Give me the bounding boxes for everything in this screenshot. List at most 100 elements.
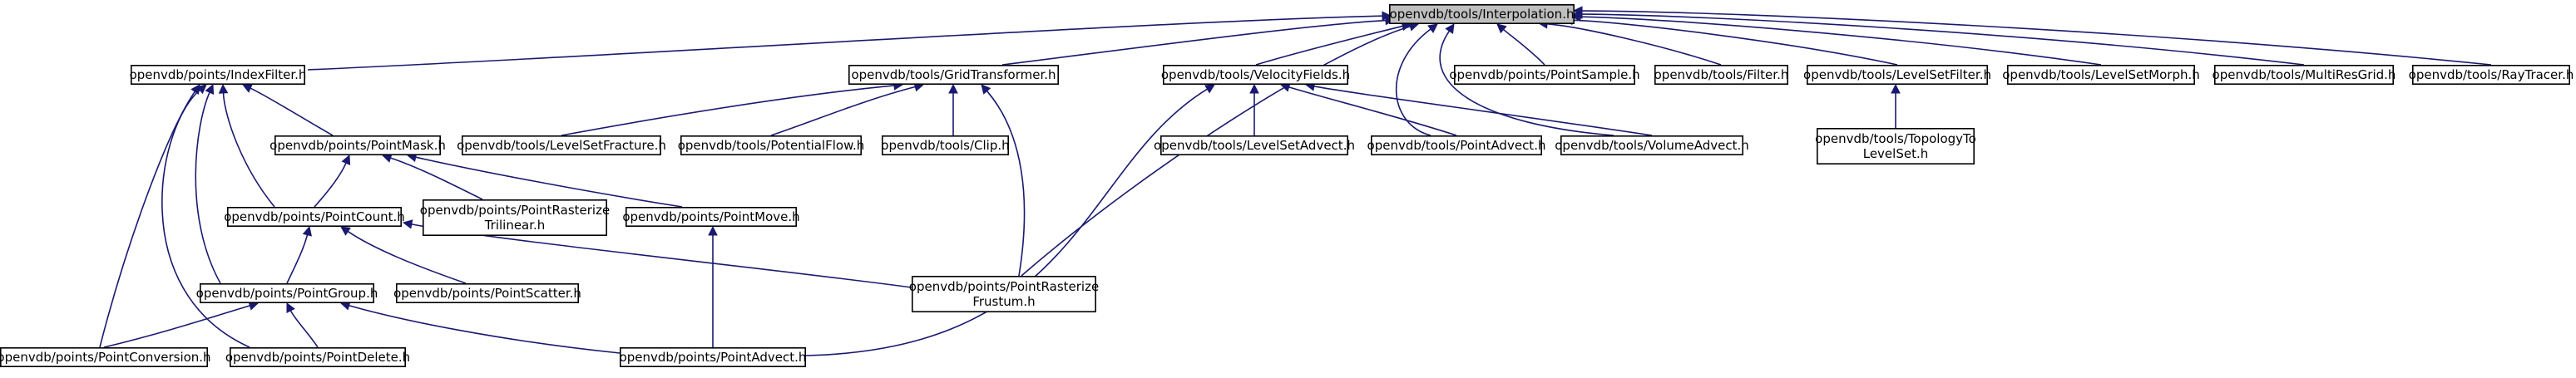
nodes: openvdb/tools/Interpolation.h openvdb/poi… (0, 4, 2574, 367)
edge-n23-to-n0 (1021, 26, 1411, 277)
node-n12[interactable]: openvdb/tools/PotentialFlow.h (678, 135, 865, 156)
node-label: Frustum.h (972, 294, 1035, 309)
node-n5[interactable]: openvdb/tools/Filter.h (1654, 65, 1789, 86)
node-label: openvdb/points/PointDelete.h (225, 350, 410, 365)
node-box (395, 282, 579, 303)
node-box (461, 135, 661, 156)
node-label: openvdb/tools/VelocityFields.h (1161, 67, 1350, 82)
node-label: openvdb/tools/PotentialFlow.h (678, 138, 865, 153)
node-n24[interactable]: openvdb/points/PointConversion.h (0, 346, 211, 367)
node-n4[interactable]: openvdb/points/PointSample.h (1449, 65, 1640, 86)
node-box (1807, 65, 1989, 86)
node-label: openvdb/tools/Interpolation.h (1390, 7, 1575, 22)
arrowhead-n16-to-n0 (1445, 23, 1455, 34)
arrowhead-n23-to-n2 (981, 84, 991, 95)
node-label: openvdb/points/PointConversion.h (0, 350, 211, 365)
node-n3[interactable]: openvdb/tools/VelocityFields.h (1161, 65, 1350, 86)
arrowhead-n18-to-n1 (218, 83, 229, 94)
edge-n26-to-n21 (349, 304, 621, 354)
edge-n16-to-n0 (1439, 30, 1614, 136)
edge-n10-to-n1 (250, 87, 334, 136)
node-label: Trilinear.h (484, 218, 546, 233)
edges (99, 6, 2492, 356)
node-n15[interactable]: openvdb/tools/PointAdvect.h (1367, 135, 1546, 156)
node-label: openvdb/points/PointCount.h (224, 209, 405, 224)
node-label: openvdb/points/PointGroup.h (196, 286, 378, 301)
arrowhead-n18-to-n10 (341, 154, 351, 165)
edge-n23-to-n2 (986, 91, 1026, 277)
arrowhead-n26-to-n3 (1204, 84, 1215, 94)
node-box (1160, 135, 1349, 156)
edge-n21-to-n18 (286, 234, 309, 284)
edge-n20-to-n10 (415, 156, 683, 208)
node-label: openvdb/points/PointRasterize (909, 279, 1099, 294)
node-n22[interactable]: openvdb/points/PointScatter.h (393, 282, 581, 303)
node-n6[interactable]: openvdb/tools/LevelSetFilter.h (1803, 65, 1991, 86)
node-n26[interactable]: openvdb/points/PointAdvect.h (620, 346, 807, 367)
arrowhead-n24-to-n1 (190, 84, 200, 95)
arrowhead-n21-to-n1 (205, 83, 215, 95)
node-n7[interactable]: openvdb/tools/LevelSetMorph.h (2002, 65, 2200, 86)
node-box (1163, 65, 1349, 86)
edge-n1-to-n0 (307, 15, 1383, 71)
arrowhead-n22-to-n18 (340, 226, 351, 236)
node-box (680, 135, 862, 156)
node-box (1817, 128, 1975, 165)
edge-n9-to-n0 (1581, 10, 2492, 66)
arrowhead-n14-to-n3 (1249, 83, 1259, 94)
node-n14[interactable]: openvdb/tools/LevelSetAdvect.h (1154, 135, 1355, 156)
edge-n16-to-n3 (1313, 86, 1653, 136)
node-label: openvdb/tools/RayTracer.h (2409, 67, 2574, 82)
arrowhead-n10-to-n1 (241, 84, 253, 93)
node-box (0, 346, 208, 367)
edge-n18-to-n1 (222, 92, 275, 208)
node-box (1454, 65, 1636, 86)
node-box (1560, 135, 1744, 156)
edge-n15-to-n3 (1288, 86, 1457, 136)
edge-n5-to-n0 (1546, 23, 1722, 66)
edge-n12-to-n2 (770, 86, 916, 136)
arrowhead-n23-to-n18 (402, 219, 413, 229)
node-n21[interactable]: openvdb/points/PointGroup.h (196, 282, 378, 303)
node-n13[interactable]: openvdb/tools/Clip.h (881, 135, 1010, 156)
node-label: openvdb/tools/VolumeAdvect.h (1555, 138, 1749, 153)
node-box (131, 65, 305, 86)
node-box (625, 207, 797, 228)
arrowhead-n17-to-n6 (1891, 83, 1901, 94)
node-label: openvdb/points/PointScatter.h (393, 286, 581, 301)
node-n16[interactable]: openvdb/tools/VolumeAdvect.h (1555, 135, 1749, 156)
node-n20[interactable]: openvdb/points/PointMove.h (622, 207, 800, 228)
node-box (882, 135, 1010, 156)
node-box (1654, 65, 1789, 86)
node-label: openvdb/points/PointMask.h (269, 138, 446, 153)
node-box (200, 282, 374, 303)
node-n11[interactable]: openvdb/tools/LevelSetFracture.h (457, 135, 666, 156)
node-box (422, 199, 607, 237)
edge-n4-to-n0 (1503, 28, 1545, 66)
root-node-box (1389, 4, 1575, 24)
node-n2[interactable]: openvdb/tools/GridTransformer.h (848, 65, 1059, 86)
node-label: openvdb/points/PointAdvect.h (620, 350, 807, 365)
edge-n24-to-n1 (99, 91, 195, 348)
arrowhead-n4-to-n0 (1496, 23, 1507, 34)
node-label: openvdb/tools/MultiResGrid.h (2213, 67, 2396, 82)
arrowhead-n15-to-n0 (1427, 23, 1438, 33)
node-n10[interactable]: openvdb/points/PointMask.h (269, 135, 446, 156)
arrowhead-n26-to-n20 (708, 225, 718, 236)
node-box (2412, 65, 2571, 86)
node-n18[interactable]: openvdb/points/PointCount.h (224, 207, 405, 228)
node-n9[interactable]: openvdb/tools/RayTracer.h (2409, 65, 2574, 86)
node-label: openvdb/tools/TopologyTo (1815, 131, 1976, 146)
node-label: openvdb/tools/LevelSetMorph.h (2002, 67, 2200, 82)
node-n1[interactable]: openvdb/points/IndexFilter.h (130, 65, 307, 86)
node-n0[interactable]: openvdb/tools/Interpolation.h (1389, 4, 1575, 24)
node-n25[interactable]: openvdb/points/PointDelete.h (225, 346, 410, 367)
node-label: openvdb/tools/LevelSetFracture.h (457, 138, 666, 153)
edge-n18-to-n10 (314, 162, 347, 208)
node-n8[interactable]: openvdb/tools/MultiResGrid.h (2213, 65, 2396, 86)
node-label: openvdb/tools/LevelSetFilter.h (1803, 67, 1991, 82)
